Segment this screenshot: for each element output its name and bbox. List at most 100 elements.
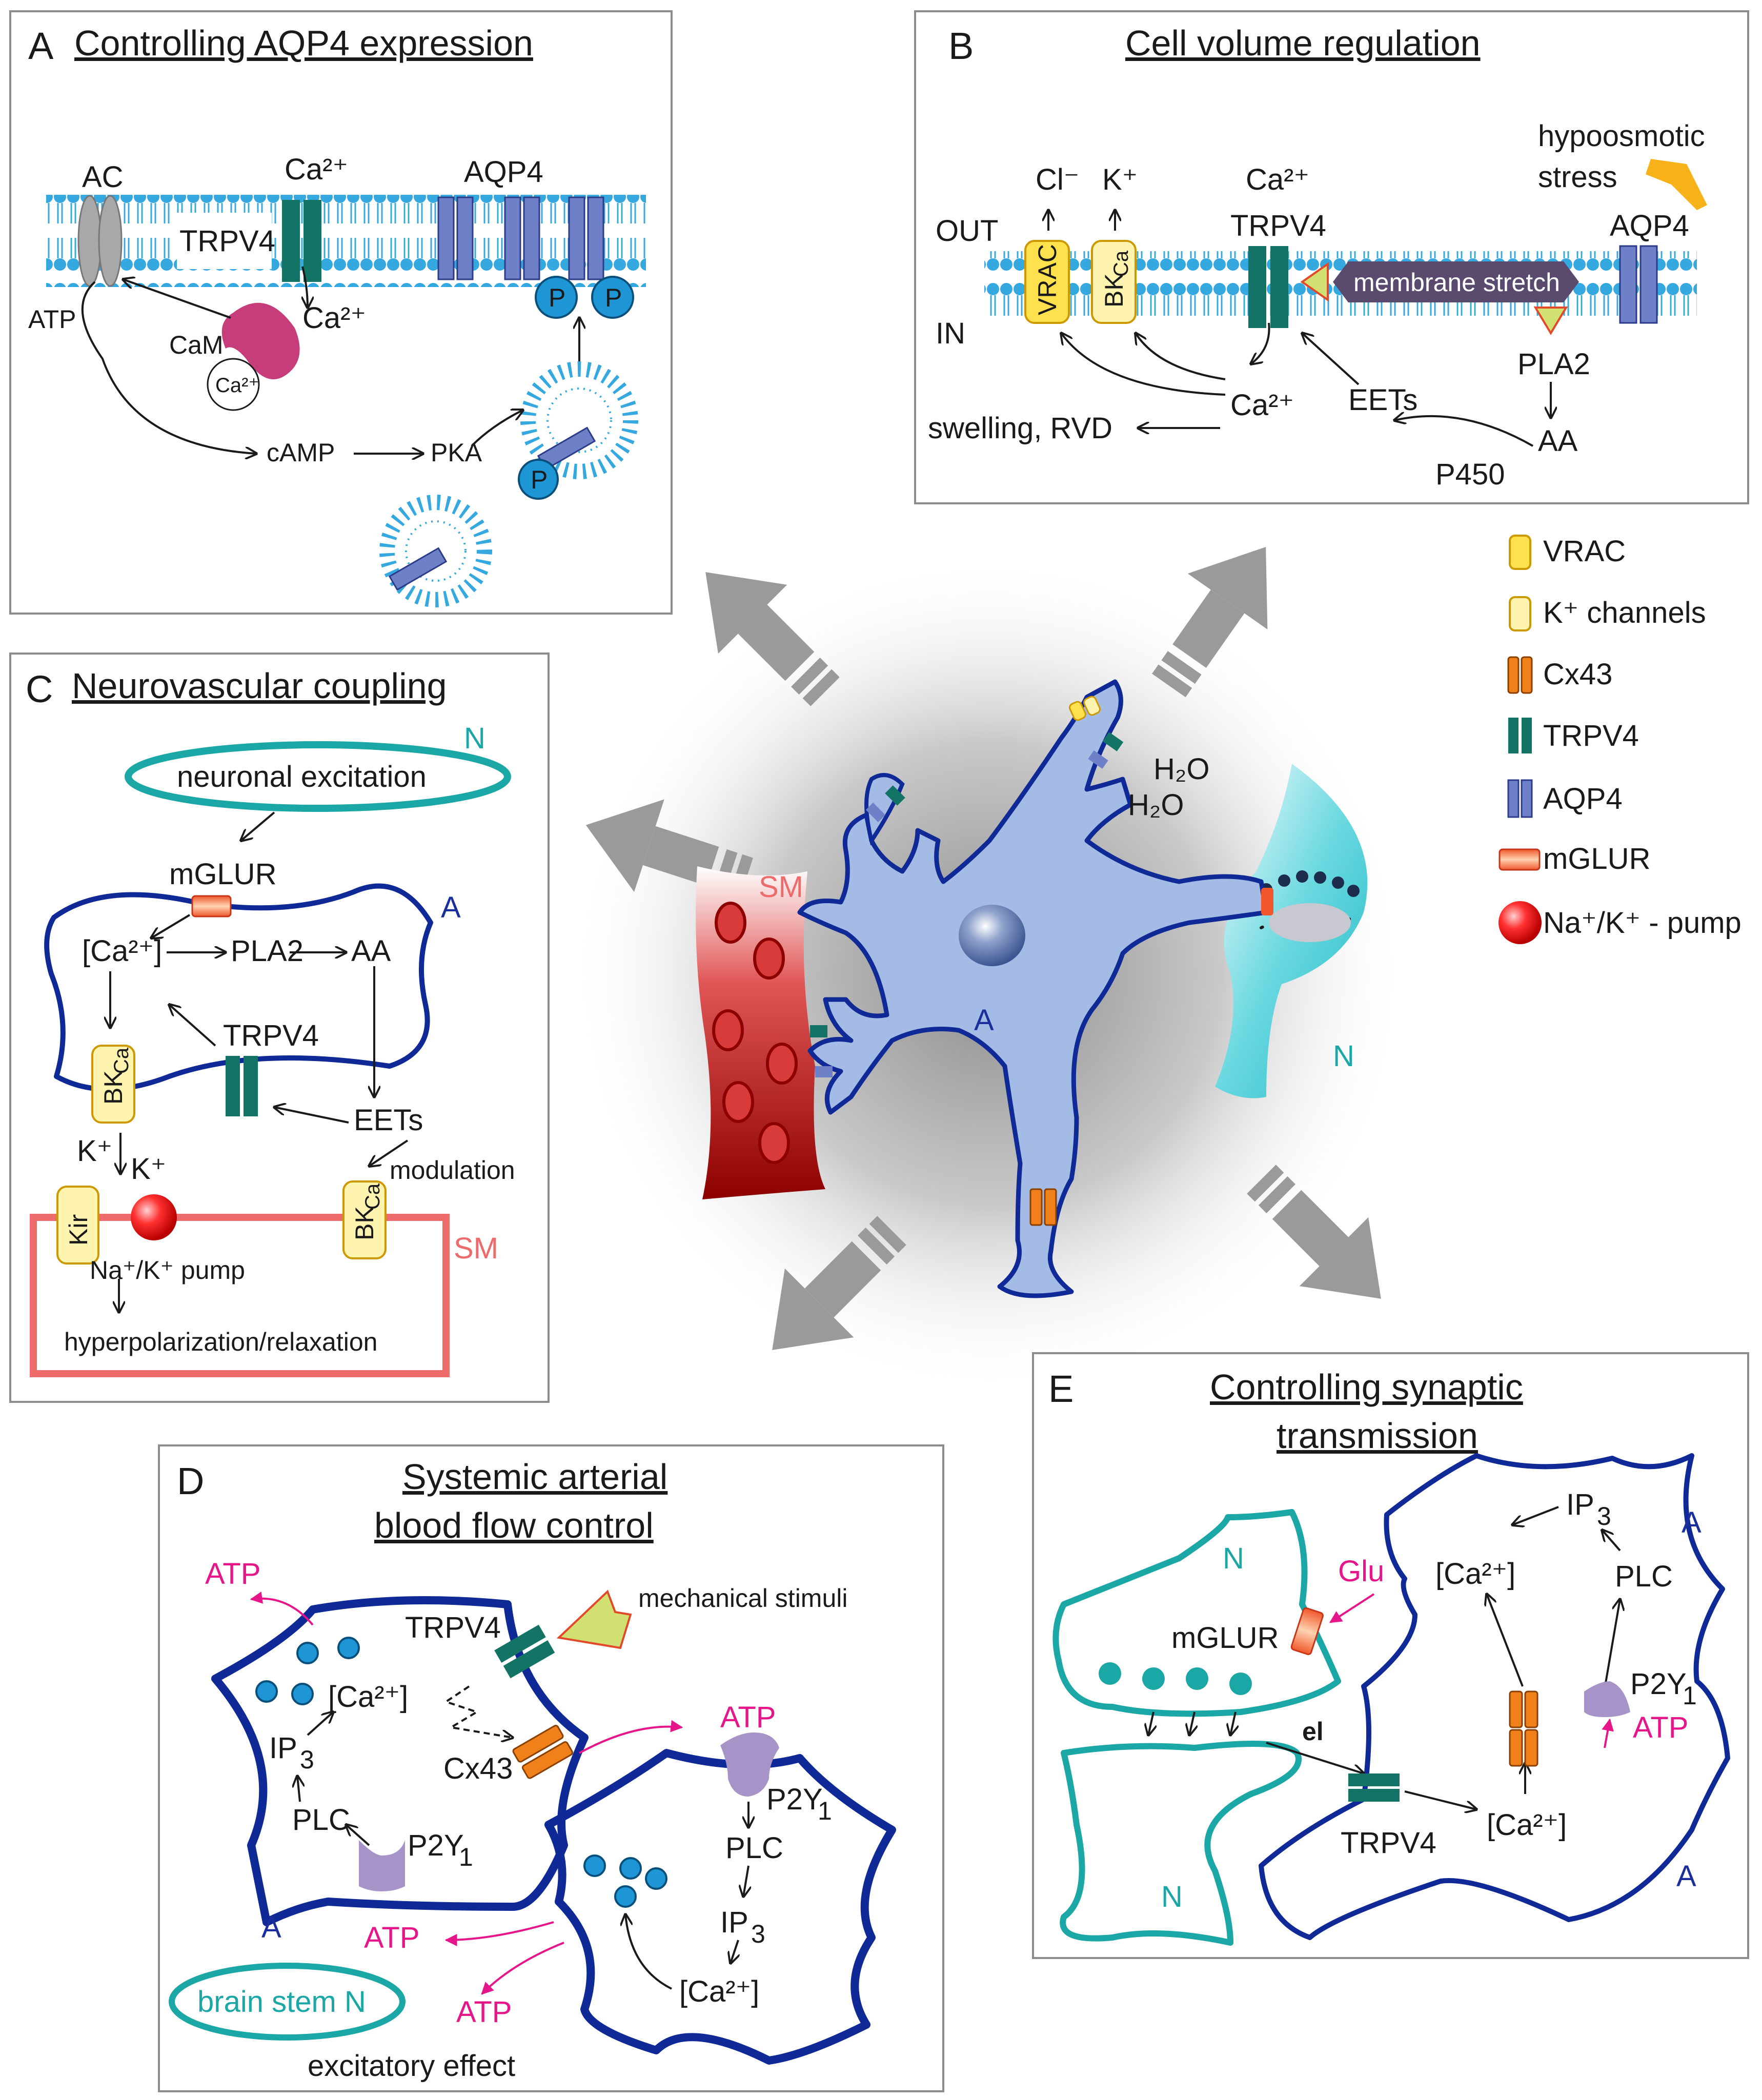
legend-pump: Na⁺/K⁺ - pump <box>1543 906 1741 940</box>
arrow-to-d <box>772 1216 906 1350</box>
panel-b-aa: AA <box>1538 424 1578 458</box>
synaptic-cleft <box>1269 903 1351 942</box>
panel-c-arrow-trpv4-ca <box>169 1005 216 1047</box>
panel-a-ac-label: AC <box>82 160 124 194</box>
legend-k: K⁺ channels <box>1543 596 1706 629</box>
center-illustration: SM N A H₂O H₂O <box>569 547 1410 1394</box>
panel-e-arrow-trpv4-ca <box>1404 1790 1476 1809</box>
panel-b-stretch-triangle <box>1300 262 1329 302</box>
panel-b-vrac-label: VRAC <box>1033 244 1062 315</box>
panel-a-ac <box>77 195 102 287</box>
panel-d-atp-right: ATP <box>720 1701 776 1734</box>
legend-aqp4-swatch-b <box>1521 779 1533 818</box>
panel-b-stress-arrow <box>1646 159 1707 210</box>
red-blood-cells <box>712 902 798 1164</box>
arrow-to-a <box>705 572 840 706</box>
panel-d-ip3-r: IP <box>720 1906 748 1939</box>
panel-d-arrow-atp-bs <box>481 1942 564 1995</box>
panel-b-bk <box>1091 240 1137 324</box>
panel-d-p2y-sub: 1 <box>459 1843 473 1871</box>
panel-d-arrow-atp-right <box>579 1720 683 1754</box>
center-a-label: A <box>974 1004 994 1037</box>
arrow-to-e <box>1247 1165 1381 1299</box>
panel-e-mglur-shape <box>1290 1607 1324 1656</box>
panel-e-trpv4-channel <box>1348 1773 1400 1802</box>
panel-b-bk-label: BK <box>1100 273 1128 308</box>
panel-a-trpv4-box <box>177 213 272 269</box>
panel-b-out: OUT <box>936 214 998 248</box>
panel-b-ca-in: Ca²⁺ <box>1230 389 1294 422</box>
panel-d-arrow-ca-r-vesicle <box>625 1914 672 1990</box>
panel-b-arrow-ca-vrac <box>1061 333 1226 396</box>
panel-c-trpv4: TRPV4 <box>223 1019 319 1052</box>
panel-c-title: Neurovascular coupling <box>72 666 447 706</box>
panel-b-vrac <box>1024 240 1070 324</box>
panel-a-trpv4-channel <box>282 200 300 282</box>
panel-e-title1: Controlling synaptic <box>1210 1367 1523 1407</box>
panel-c-hyper: hyperpolarization/relaxation <box>64 1328 377 1356</box>
center-aqp4-top <box>1088 750 1108 769</box>
legend-cx43-swatch-a <box>1507 656 1520 694</box>
center-n-label: N <box>1333 1039 1354 1073</box>
panel-b-k: K⁺ <box>1102 163 1138 196</box>
panel-d-p2y: P2Y <box>408 1829 464 1862</box>
panel-d-atp-bs: ATP <box>456 1995 512 2029</box>
panel-d-atp-bottom: ATP <box>364 1921 420 1954</box>
panel-d-p2y-r: P2Y <box>766 1783 823 1816</box>
panel-b-pla2: PLA2 <box>1517 348 1590 381</box>
panel-c-bk-sm-label: BK <box>350 1206 379 1240</box>
panel-d-ip3: IP <box>269 1731 297 1765</box>
panel-a-p1 <box>535 276 578 319</box>
legend: VRAC K⁺ channels Cx43 TRPV4 AQP4 mGLUR N… <box>1498 535 1741 944</box>
legend-mglur-swatch <box>1498 848 1541 871</box>
panel-b-arrow-aa-eets <box>1394 416 1533 447</box>
panel-c: C Neurovascular coupling N neuronal exci… <box>9 653 550 1403</box>
panel-d-p2y-right-shape <box>720 1732 779 1797</box>
panel-b-in: IN <box>936 317 965 350</box>
panel-c-a: A <box>441 891 461 924</box>
panel-a-cam <box>221 302 300 379</box>
panel-d-cx43-channel <box>512 1725 573 1779</box>
panel-d-cx43: Cx43 <box>443 1752 513 1785</box>
panel-c-bk-top-sub: Ca <box>110 1047 133 1074</box>
panel-e-arrow-release-2 <box>1189 1711 1194 1735</box>
panel-b-trpv4-channel-b <box>1270 246 1288 328</box>
panel-d-trpv4: TRPV4 <box>405 1611 501 1644</box>
panel-b-stretch: membrane stretch <box>1353 268 1560 297</box>
panel-b-hypo1: hypoosmotic <box>1538 119 1705 153</box>
panel-b-cl: Cl⁻ <box>1036 163 1079 196</box>
panel-a-arrow-ca-in <box>302 266 308 308</box>
panel-e-glu: Glu <box>1338 1555 1384 1588</box>
panel-d-title1: Systemic arterial <box>402 1457 667 1497</box>
panel-c-arrow-eets-trpv4 <box>274 1107 349 1124</box>
panel-d-arrow-plc-ip3 <box>297 1776 300 1802</box>
panel-c-excitation: neuronal excitation <box>177 760 427 793</box>
panel-e-atp: ATP <box>1633 1711 1689 1744</box>
panel-e-n-top: N <box>1223 1542 1244 1575</box>
panel-e-p2y-sub: 1 <box>1683 1681 1697 1710</box>
panel-e-neuron-bottom <box>1060 1741 1302 1946</box>
panel-a-atp: ATP <box>28 305 76 334</box>
panel-d-p2y-r-sub: 1 <box>818 1797 832 1825</box>
panel-e-a-bottom: A <box>1676 1860 1696 1893</box>
panel-a-ca-in: Ca²⁺ <box>302 301 366 335</box>
panel-c-sm: SM <box>454 1232 498 1265</box>
legend-aqp4-swatch-a <box>1507 779 1520 818</box>
panel-b-trpv4: TRPV4 <box>1230 209 1326 242</box>
panel-d-ip3-sub: 3 <box>300 1745 314 1774</box>
panel-a-aqp4-channels <box>437 196 604 280</box>
panel-b-arrow-ca-bk <box>1136 333 1226 380</box>
panel-c-n: N <box>464 722 485 755</box>
legend-cx43: Cx43 <box>1543 658 1612 691</box>
panel-b-bk-sub: Ca <box>1110 250 1132 277</box>
panel-a-cam-label: CaM <box>169 331 224 359</box>
panel-c-neuron <box>125 741 511 812</box>
legend-vrac: VRAC <box>1543 535 1626 568</box>
center-sm-label: SM <box>759 870 803 904</box>
panel-e-arrow-el <box>1266 1742 1364 1773</box>
panel-c-sm-box <box>30 1214 450 1377</box>
panel-c-modulation: modulation <box>390 1156 515 1185</box>
legend-aqp4: AQP4 <box>1543 782 1623 815</box>
panel-b-pla2-triangle <box>1533 307 1568 335</box>
center-aqp4-left <box>865 802 886 823</box>
